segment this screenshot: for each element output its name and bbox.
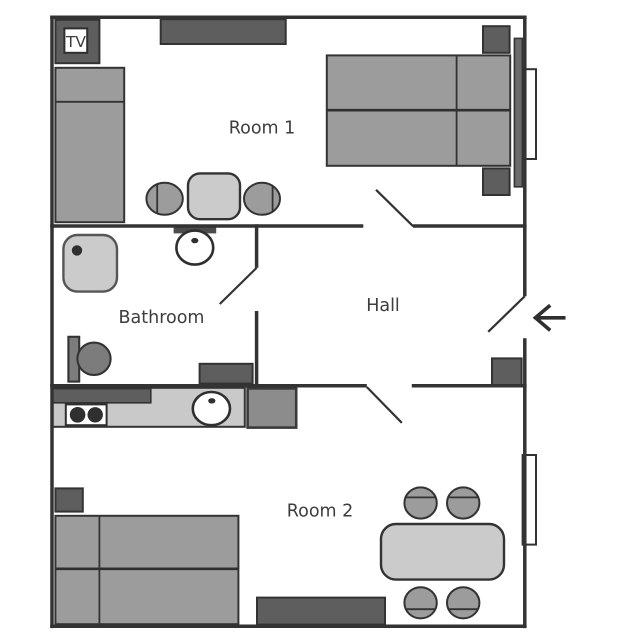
tv-label: TV: [65, 33, 86, 51]
radiator: [513, 37, 524, 188]
kitchen-counter-dark-section: [51, 387, 152, 404]
nightstand: [482, 25, 511, 54]
washbasin: [175, 229, 215, 266]
wall-shelf: [159, 18, 287, 45]
chair-icon: [446, 586, 481, 620]
single-bed: [54, 66, 126, 224]
toilet-bowl: [76, 341, 112, 377]
faucet-icon: [191, 237, 199, 244]
room1-door: [375, 189, 414, 228]
hall-label: Hall: [366, 296, 400, 316]
chair-icon: [446, 486, 481, 520]
room1-label: Room 1: [229, 119, 296, 139]
room1-furniture: TV: [54, 18, 524, 224]
bathroom-door: [219, 267, 258, 305]
shower-drain-icon: [71, 245, 83, 256]
room2-kitchen: [51, 386, 298, 429]
walls: [50, 15, 527, 629]
hall-furniture: [491, 357, 523, 387]
dining-table: [379, 522, 506, 581]
chair-icon: [145, 181, 184, 216]
bathroom-cabinet: [198, 362, 254, 385]
bathroom-furniture: [62, 227, 254, 385]
room2-furniture: [54, 486, 506, 626]
bathroom-label: Bathroom: [119, 308, 205, 328]
chair-icon: [403, 486, 438, 520]
room2-label: Room 2: [287, 501, 354, 521]
tv-screen: [63, 27, 89, 54]
refrigerator: [246, 387, 298, 429]
burner-icon: [87, 407, 103, 423]
room2-door: [366, 386, 403, 424]
shower: [62, 233, 119, 293]
entrance-door: [487, 295, 526, 333]
nightstand: [482, 167, 511, 196]
entrance-arrow-icon: [532, 303, 566, 332]
dresser: [256, 596, 386, 626]
hall-cabinet: [491, 357, 523, 387]
faucet-icon: [208, 398, 216, 404]
doors: [219, 189, 526, 424]
burner-icon: [69, 407, 86, 423]
chair-icon: [403, 586, 438, 620]
nightstand: [54, 487, 84, 513]
round-table: [186, 172, 242, 221]
chair-icon: [243, 181, 281, 216]
kitchen-sink: [191, 390, 232, 427]
